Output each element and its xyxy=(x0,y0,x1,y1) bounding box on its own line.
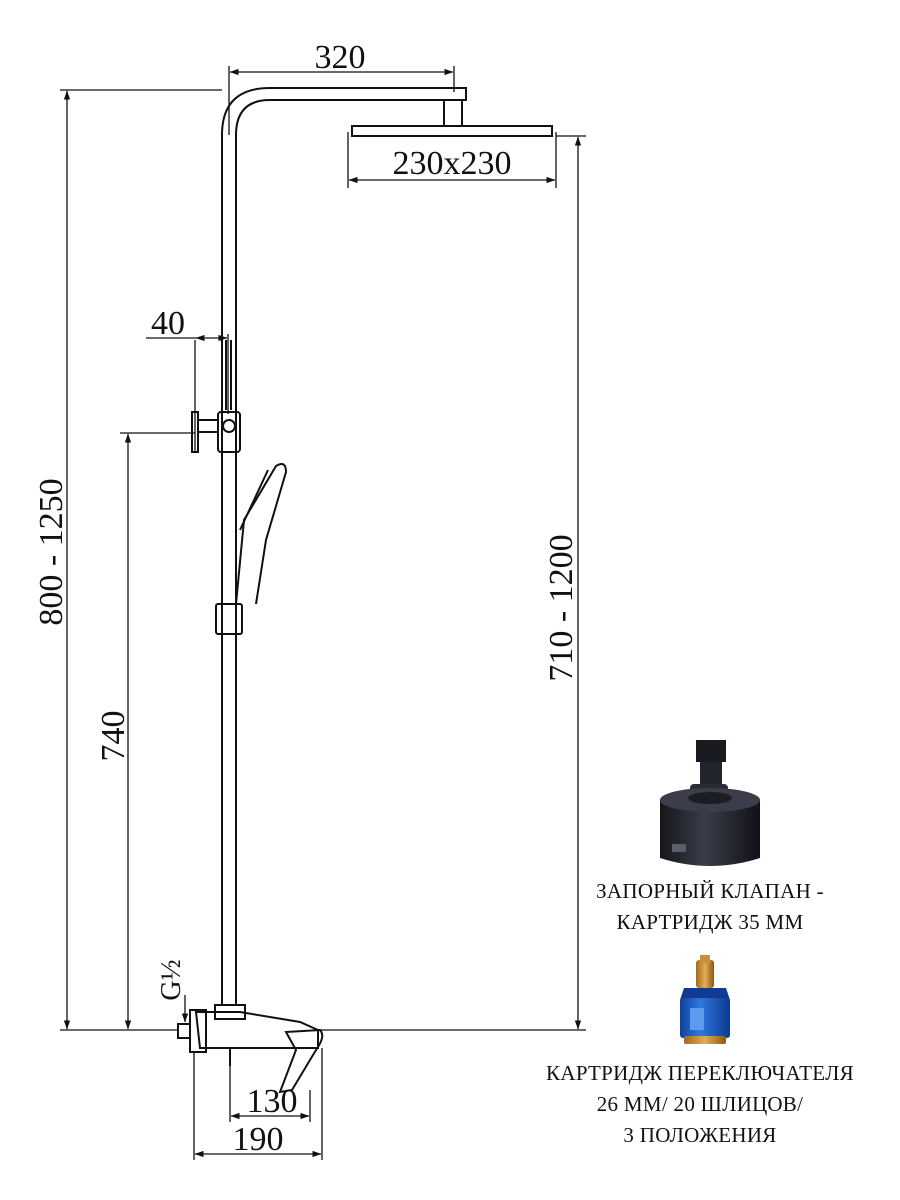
rain-shower-head xyxy=(351,125,553,137)
diverter-cartridge-caption: КАРТРИДЖ ПЕРЕКЛЮЧАТЕЛЯ 26 ММ/ 20 ШЛИЦОВ/… xyxy=(500,1058,900,1151)
thread-label: G½ xyxy=(156,959,187,1000)
hand-shower xyxy=(235,463,288,605)
shower-set xyxy=(177,87,553,1094)
diverter-caption-line-3: 3 ПОЛОЖЕНИЯ xyxy=(623,1123,777,1147)
dim-740-label: 740 xyxy=(95,711,132,762)
dim-40-label: 40 xyxy=(151,305,185,342)
dim-710-1200-label: 710 - 1200 xyxy=(543,534,580,681)
diverter-handle xyxy=(197,419,219,433)
head-connector xyxy=(443,99,463,127)
shutoff-caption-line-1: ЗАПОРНЫЙ КЛАПАН - xyxy=(596,879,824,903)
diverter-caption-line-1: КАРТРИДЖ ПЕРЕКЛЮЧАТЕЛЯ xyxy=(546,1061,854,1085)
diverter-cartridge-image xyxy=(680,955,730,1044)
dim-230x230-label: 230x230 xyxy=(393,145,512,182)
shutoff-cartridge-caption: ЗАПОРНЫЙ КЛАПАН - КАРТРИДЖ 35 ММ xyxy=(560,876,860,938)
riser-pipe-outer xyxy=(221,87,467,1005)
slide-bracket xyxy=(215,603,243,635)
mixer-lever xyxy=(278,1028,324,1094)
diverter-caption-line-2: 26 ММ/ 20 ШЛИЦОВ/ xyxy=(596,1092,804,1116)
dimension-lines xyxy=(60,66,586,1160)
dimension-labels: 320 230x230 40 800 - 1250 740 710 - 1200… xyxy=(33,39,580,1158)
dim-320-label: 320 xyxy=(315,39,366,76)
shutoff-cartridge-image xyxy=(660,740,760,866)
dim-800-1250-label: 800 - 1250 xyxy=(33,478,70,625)
dim-190-label: 190 xyxy=(233,1121,284,1158)
shutoff-caption-line-2: КАРТРИДЖ 35 ММ xyxy=(616,910,804,934)
diverter-knob xyxy=(222,419,236,433)
dim-130-label: 130 xyxy=(247,1083,298,1120)
